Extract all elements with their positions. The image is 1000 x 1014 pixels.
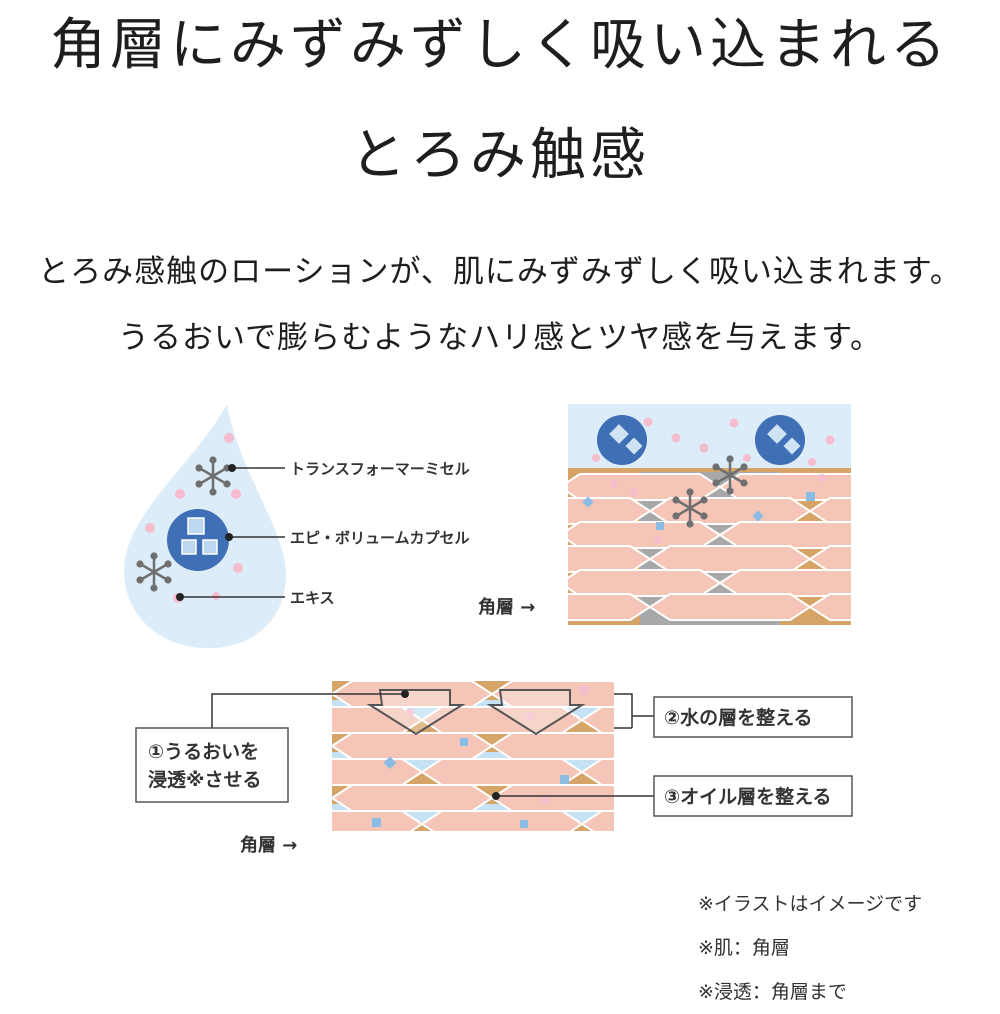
stratum-corneum-diagram-bottom: ①うるおいを 浸透※させる ②水の層を整える ③オイル層を整える 角層 → [135,681,853,856]
headline-line-2: とろみ触感 [350,123,650,188]
footnote-penetration: ※浸透：角層まで [698,981,847,1003]
headline-line-1: 角層にみずみずしく吸い込まれる [50,13,950,78]
label-extract: エキス [290,589,335,607]
footnotes: ※イラストはイメージです ※肌：角層 ※浸透：角層まで [698,882,922,1014]
down-arrow-icon [366,689,586,736]
label-transformer-micelle: トランスフォーマーミセル [290,460,470,478]
stratum-corneum-label-bottom: 角層 → [240,834,297,856]
callout-oil-layer: ③オイル層を整える [664,785,832,808]
body-text-line-1: とろみ感触のローションが、肌にみずみずしく吸い込まれます。 [38,254,962,290]
drop-diagram: トランスフォーマーミセル エピ・ボリュームカプセル エキス [124,404,470,648]
body-text-line-2: うるおいで膨らむようなハリ感とツヤ感を与えます。 [118,320,882,356]
stratum-corneum-label-top: 角層 → [478,596,535,618]
callout-moisture-penetration-line-2: 浸透※させる [148,769,261,791]
extract-dot-icon [145,433,243,603]
stratum-corneum-diagram-top: 角層 → [478,404,851,625]
callout-moisture-penetration-line-1: ①うるおいを [148,741,259,763]
callout-water-layer: ②水の層を整える [664,706,813,729]
capsule-icon [167,509,229,571]
label-epi-volume-capsule: エピ・ボリュームカプセル [290,529,470,547]
capsule-icon [597,415,805,465]
footnote-illustration: ※イラストはイメージです [698,893,923,915]
footnote-skin: ※肌：角層 [698,937,790,959]
